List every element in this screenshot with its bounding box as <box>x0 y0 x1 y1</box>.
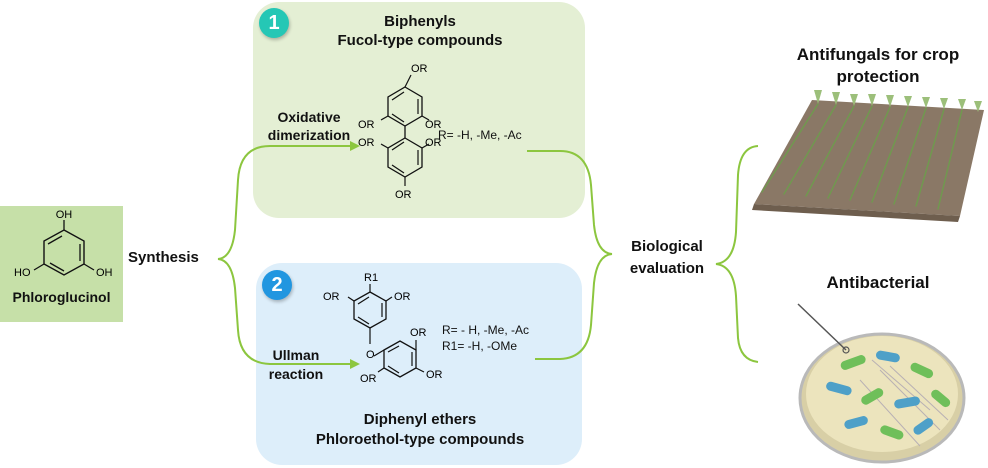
or-bottom: OR <box>395 189 412 201</box>
route2-reaction-line2: reaction <box>268 366 324 382</box>
diphenyl-ether-structure: R1 OR OR O OR OR OR <box>323 272 443 385</box>
route1-title-line1: Biphenyls <box>384 13 456 30</box>
biphenyl-structure: OR OR OR OR OR OR <box>358 63 442 201</box>
or-upper-left: OR <box>358 119 375 131</box>
antifungal-title-line2: protection <box>836 67 920 86</box>
route1-number-badge: 1 <box>259 8 289 38</box>
application-bracket <box>715 145 759 363</box>
route2-r-groups-line1: R= - H, -Me, -Ac <box>442 323 530 337</box>
route1-title-line2: Fucol-type compounds <box>337 32 503 49</box>
route2-r-groups-line2: R1= -H, -OMe <box>442 339 518 353</box>
route1-panel <box>253 2 585 218</box>
or-upper-right: OR <box>425 119 442 131</box>
phloroglucinol-label: Phloroglucinol <box>12 289 111 305</box>
evaluation-line2: evaluation <box>629 260 705 277</box>
route1-reaction-line2: dimerization <box>267 127 351 143</box>
synthesis-label: Synthesis <box>128 249 199 266</box>
petri-dish-illustration <box>797 303 966 464</box>
or-ring-a-left: OR <box>323 291 340 303</box>
route2-title-line2: Phloroethol-type compounds <box>315 431 525 448</box>
evaluation-bracket <box>527 150 613 360</box>
or-ring-b-left: OR <box>360 373 377 385</box>
oh-left-label: HO <box>14 267 31 279</box>
or-ring-b-top: OR <box>410 327 427 339</box>
or-top: OR <box>411 63 428 75</box>
arrow-head-2 <box>350 359 360 369</box>
or-ring-a-right: OR <box>394 291 411 303</box>
route1-r-groups: R= -H, -Me, -Ac <box>438 128 522 142</box>
r1-label: R1 <box>364 272 378 284</box>
oh-right-label: OH <box>96 267 113 279</box>
synthesis-bracket <box>217 145 350 365</box>
ether-oxygen: O <box>366 349 375 361</box>
arrow-head-1 <box>350 141 360 151</box>
crop-field-illustration <box>752 90 984 222</box>
or-lower-left: OR <box>358 137 375 149</box>
route2-reaction-line1: Ullman <box>272 347 320 363</box>
evaluation-line1: Biological <box>631 238 703 255</box>
route1-reaction-line1: Oxidative <box>277 109 341 125</box>
or-lower-right: OR <box>425 137 442 149</box>
antibacterial-title: Antibacterial <box>826 273 930 292</box>
route2-number-badge: 2 <box>262 270 292 300</box>
oh-top-label: OH <box>56 209 73 221</box>
or-ring-b-right: OR <box>426 369 443 381</box>
phloroglucinol-structure: OH OH HO <box>14 209 113 279</box>
antifungal-title-line1: Antifungals for crop <box>796 45 960 64</box>
route2-title-line1: Diphenyl ethers <box>363 411 477 428</box>
phloroglucinol-panel <box>0 206 123 322</box>
